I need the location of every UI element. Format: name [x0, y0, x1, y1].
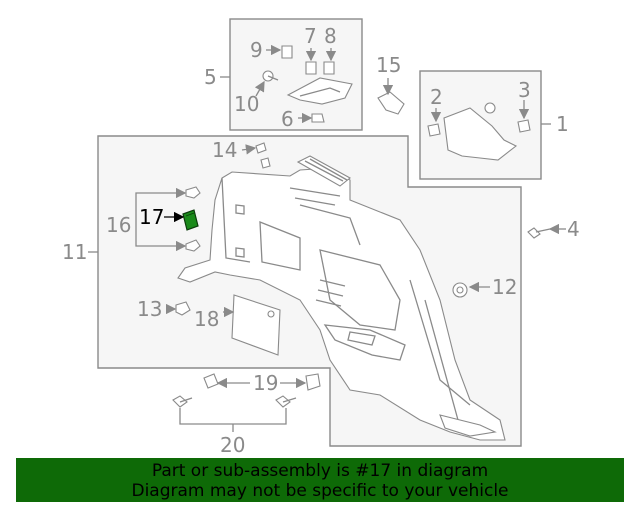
callout-1: 1: [556, 112, 569, 136]
callout-19: 19: [253, 371, 278, 395]
part-14-clip: [255, 142, 271, 169]
banner-line-1: Part or sub-assembly is #17 in diagram: [151, 461, 489, 481]
callout-15: 15: [376, 53, 401, 77]
part-12-grommet: [452, 282, 468, 298]
callout-5: 5: [204, 65, 217, 89]
callout-10: 10: [234, 92, 259, 116]
part-7-8-clips: [305, 61, 335, 75]
callout-13: 13: [137, 297, 162, 321]
callout-16: 16: [106, 213, 131, 237]
callout-18: 18: [194, 307, 219, 331]
part-3-clip: [517, 119, 531, 133]
part-2-clip: [427, 123, 441, 137]
part-15-bracket: [377, 91, 405, 115]
quarter-trim-panel: [177, 155, 506, 441]
callout-17: 17: [139, 205, 164, 229]
callout-8: 8: [324, 24, 337, 48]
callout-3: 3: [518, 78, 531, 102]
callout-7: 7: [304, 24, 317, 48]
info-banner: Part or sub-assembly is #17 in diagram D…: [16, 458, 624, 502]
part-9-clip: [281, 45, 293, 59]
callout-11: 11: [62, 240, 87, 264]
callout-4: 4: [567, 217, 580, 241]
part-4-bolt: [527, 227, 551, 239]
callout-labels: 1 2 3 4 5 6 7 8 9 10 11 12 13 14 15 16 1…: [62, 24, 580, 457]
part-10-screw: [262, 70, 279, 82]
banner-line-2: Diagram may not be specific to your vehi…: [131, 481, 509, 501]
part-18-cover: [231, 294, 281, 356]
callout-14: 14: [212, 138, 237, 162]
part-20-screws: [172, 395, 297, 408]
callout-6: 6: [281, 107, 294, 131]
leader-lines: [88, 44, 566, 432]
callout-12: 12: [492, 275, 517, 299]
part-19-clips: [203, 373, 321, 391]
callout-2: 2: [430, 85, 443, 109]
box-parts-5-10: [229, 18, 363, 131]
part-6-clip: [311, 113, 325, 123]
part-1-cover: [443, 102, 518, 161]
part-5-bracket: [286, 77, 353, 105]
part-17-highlighted: [182, 209, 199, 231]
callout-20: 20: [220, 433, 245, 457]
callout-9: 9: [250, 38, 263, 62]
